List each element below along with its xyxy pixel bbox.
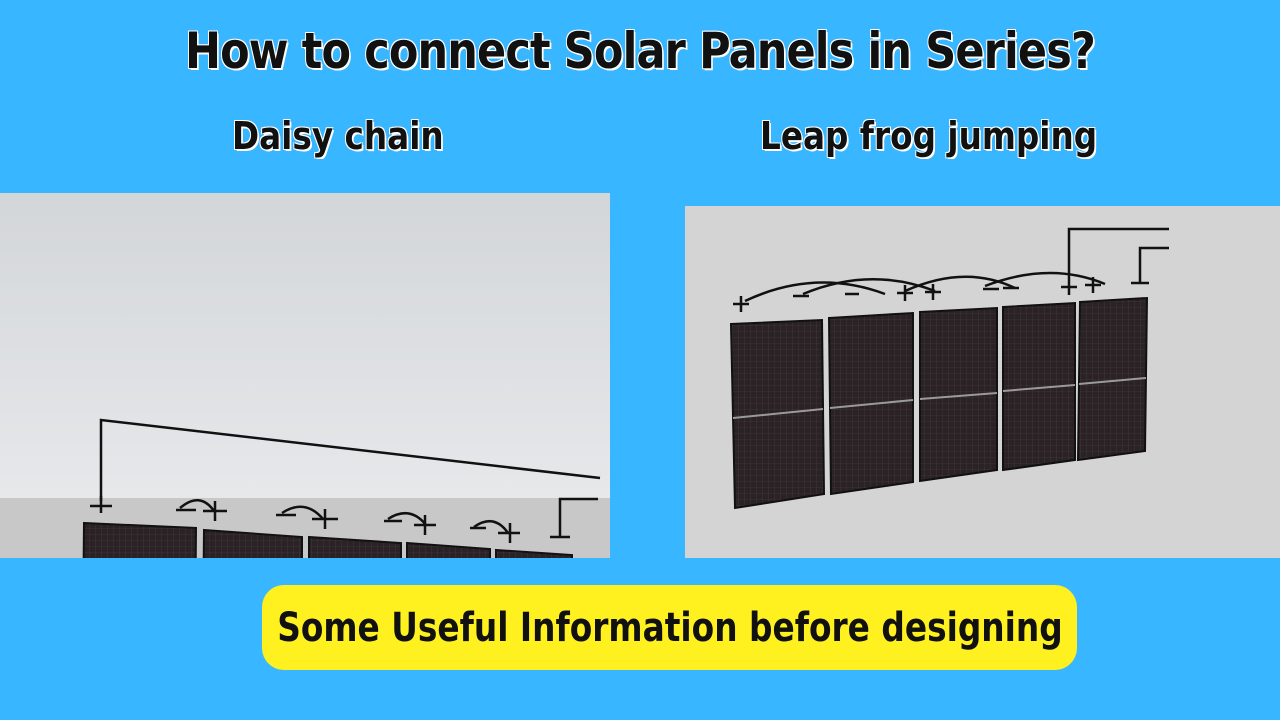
info-banner: Some Useful Information before designing (262, 585, 1077, 670)
daisy-chain-label: Daisy chain (232, 114, 444, 158)
daisy-chain-illustration (0, 193, 610, 720)
leap-frog-wiring (733, 227, 1169, 312)
daisy-chain-diagram (0, 193, 610, 720)
leap-frog-label: Leap frog jumping (760, 114, 1098, 158)
daisy-chain-wiring (90, 418, 601, 543)
leap-frog-illustration (685, 206, 1280, 558)
solar-panels (729, 296, 1149, 510)
page-title: How to connect Solar Panels in Series? (184, 22, 1096, 80)
leap-frog-diagram (685, 206, 1280, 558)
info-text: Some Useful Information before designing (276, 604, 1063, 651)
